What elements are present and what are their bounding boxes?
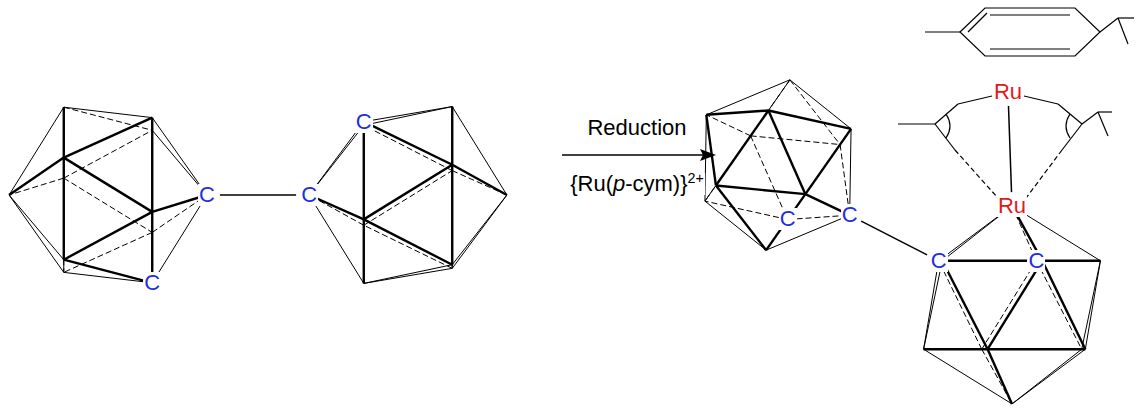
allyl-ligands	[898, 96, 1112, 198]
cage-edge	[64, 260, 152, 283]
cage-edge	[705, 201, 766, 250]
cage-edge	[9, 158, 64, 195]
cage-edge	[364, 219, 452, 264]
carbon-label: C	[841, 204, 859, 226]
cage-edge	[363, 125, 364, 225]
cage-edge	[364, 165, 452, 220]
cage-edge	[751, 136, 840, 145]
cage-edge	[982, 349, 1012, 404]
cage-edge	[452, 107, 453, 171]
cage-edge	[9, 195, 64, 260]
cage-edge	[364, 265, 452, 284]
cage-edge	[706, 111, 768, 115]
carbon-label: C	[355, 111, 373, 133]
bond-line	[1008, 106, 1011, 192]
ruthenium-label: Ru	[997, 195, 1027, 217]
cage-edge	[705, 201, 788, 219]
cage-edge	[982, 349, 1082, 350]
cage-edge	[452, 107, 507, 195]
cage-edge	[705, 185, 716, 201]
cage-edge	[63, 158, 65, 260]
cage-edge	[924, 348, 988, 350]
cage-edge	[152, 195, 207, 283]
cage-edge	[1085, 261, 1100, 349]
cage-edge	[364, 225, 452, 268]
cage-edge	[706, 80, 790, 115]
cage-edge	[942, 261, 987, 349]
cage-edge	[64, 118, 152, 158]
cage-edge	[63, 107, 65, 157]
cage-edge	[9, 178, 64, 195]
cage-edge	[790, 80, 840, 145]
cage-edge	[64, 107, 152, 117]
icosahedron-cluster	[9, 107, 207, 283]
cage-edge	[451, 107, 453, 165]
cage-edge	[64, 272, 152, 282]
cage-edge	[939, 261, 982, 349]
cage-edge	[1082, 261, 1101, 349]
cage-edge	[768, 111, 851, 129]
cage-edge	[364, 107, 452, 122]
carbon-label: C	[300, 184, 318, 206]
cage-edge	[1012, 349, 1082, 404]
cage-edge	[363, 225, 364, 283]
cage-edge	[768, 80, 789, 111]
reaction-condition: Reduction	[586, 117, 687, 139]
cage-edge	[64, 107, 152, 130]
cage-edge	[309, 195, 364, 283]
cage-edge	[1012, 349, 1085, 404]
cage-edge	[364, 107, 452, 126]
carbon-label: C	[930, 250, 948, 272]
cage-edge	[63, 260, 64, 273]
bond-line	[861, 221, 927, 255]
cage-edge	[924, 261, 943, 349]
cage-edge	[364, 125, 452, 170]
cage-edge	[452, 165, 507, 195]
cage-edge	[452, 195, 507, 268]
icosahedron-cluster	[309, 107, 507, 284]
cage-edge	[9, 107, 64, 195]
cage-edge	[364, 122, 452, 165]
cymene-ligand	[925, 8, 1134, 56]
cage-edge	[1036, 261, 1081, 349]
cage-edge	[716, 185, 805, 194]
reagent-label: {Ru(p-cym)}2+	[569, 173, 705, 195]
cage-edge	[9, 195, 64, 272]
cage-edge	[64, 232, 152, 272]
cage-edge	[982, 261, 1037, 349]
reaction-arrow	[562, 154, 704, 156]
arrow-head	[700, 149, 716, 161]
ruthenium-label: Ru	[993, 81, 1023, 103]
cage-edge	[364, 268, 452, 283]
carbon-label: C	[1027, 250, 1045, 272]
cage-edge	[706, 115, 716, 186]
carbon-label: C	[779, 208, 797, 230]
cage-edge	[706, 115, 750, 136]
cage-edge	[64, 178, 152, 232]
cage-edge	[988, 349, 1012, 404]
cage-edge	[363, 219, 365, 283]
cage-edge	[452, 195, 507, 265]
cage-edge	[1042, 260, 1100, 262]
cage-edge	[364, 171, 452, 226]
bond-line	[220, 194, 296, 196]
cage-edge	[988, 261, 1043, 349]
cage-edge	[716, 185, 766, 250]
cage-edge	[924, 349, 1012, 404]
cage-edge	[716, 111, 768, 186]
cage-edge	[924, 261, 939, 349]
icosahedron-cluster	[705, 80, 851, 250]
cage-edge	[1042, 261, 1085, 349]
cage-edge	[451, 165, 453, 265]
carbon-label: C	[143, 272, 161, 294]
cage-edge	[1036, 260, 1100, 261]
carbon-label: C	[198, 184, 216, 206]
cage-edge	[768, 111, 805, 195]
cage-edge	[64, 158, 152, 212]
icosahedron-cluster	[924, 206, 1101, 404]
